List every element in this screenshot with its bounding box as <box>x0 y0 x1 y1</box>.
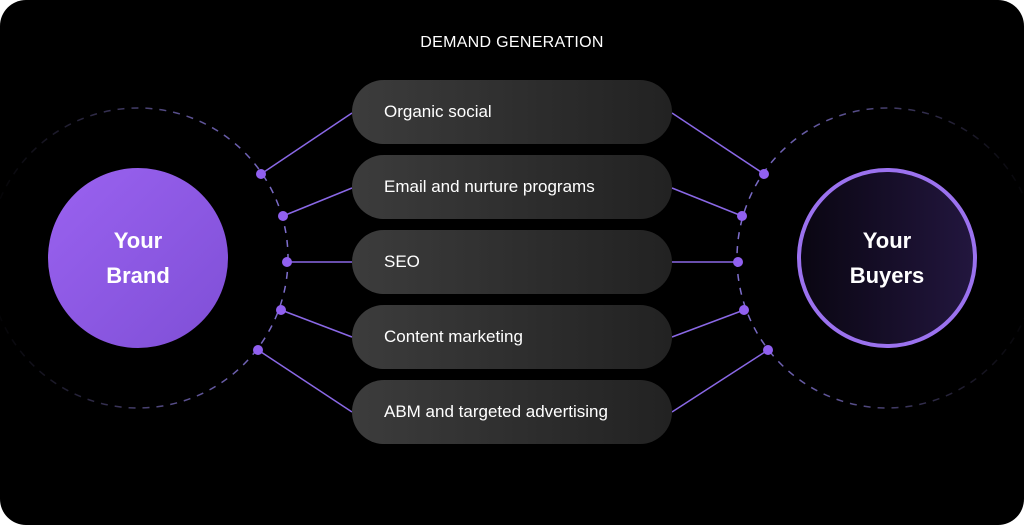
channel-label: Email and nurture programs <box>384 177 595 196</box>
left-connector-dot <box>282 257 292 267</box>
left-connector-dot <box>278 211 288 221</box>
channel-label: Organic social <box>384 102 492 121</box>
right-connector-line <box>671 349 769 413</box>
right-connector-line <box>671 112 765 175</box>
diagram-title: DEMAND GENERATION <box>420 34 604 51</box>
channel-pill-seo: SEO <box>352 230 672 294</box>
left-connector-line <box>257 349 353 413</box>
right-connector-dot <box>737 211 747 221</box>
left-connector-line <box>282 187 353 217</box>
right-connector-dot <box>763 345 773 355</box>
brand-label-line2: Brand <box>106 263 170 288</box>
right-connector-dot <box>739 305 749 315</box>
right-connector-line <box>671 309 745 338</box>
buyers-label-line2: Buyers <box>849 263 925 288</box>
left-connector-dot <box>256 169 266 179</box>
buyers-orbit-dashed-ring <box>736 107 1024 409</box>
left-connector-dot <box>276 305 286 315</box>
left-connector-line <box>280 309 353 338</box>
channel-pill-abm-advertising: ABM and targeted advertising <box>352 380 672 444</box>
left-connector-dot <box>253 345 263 355</box>
channel-pill-organic-social: Organic social <box>352 80 672 144</box>
channel-label: Content marketing <box>384 327 523 346</box>
right-connector-dot <box>733 257 743 267</box>
channel-pill-email-nurture: Email and nurture programs <box>352 155 672 219</box>
left-connector-line <box>260 112 353 175</box>
right-connector-line <box>671 187 743 217</box>
buyers-label-line1: Your <box>862 228 912 253</box>
channel-label: SEO <box>384 252 420 271</box>
right-connector-dot <box>759 169 769 179</box>
channel-pill-content-marketing: Content marketing <box>352 305 672 369</box>
brand-label-line1: Your <box>113 228 163 253</box>
channel-label: ABM and targeted advertising <box>384 402 608 421</box>
